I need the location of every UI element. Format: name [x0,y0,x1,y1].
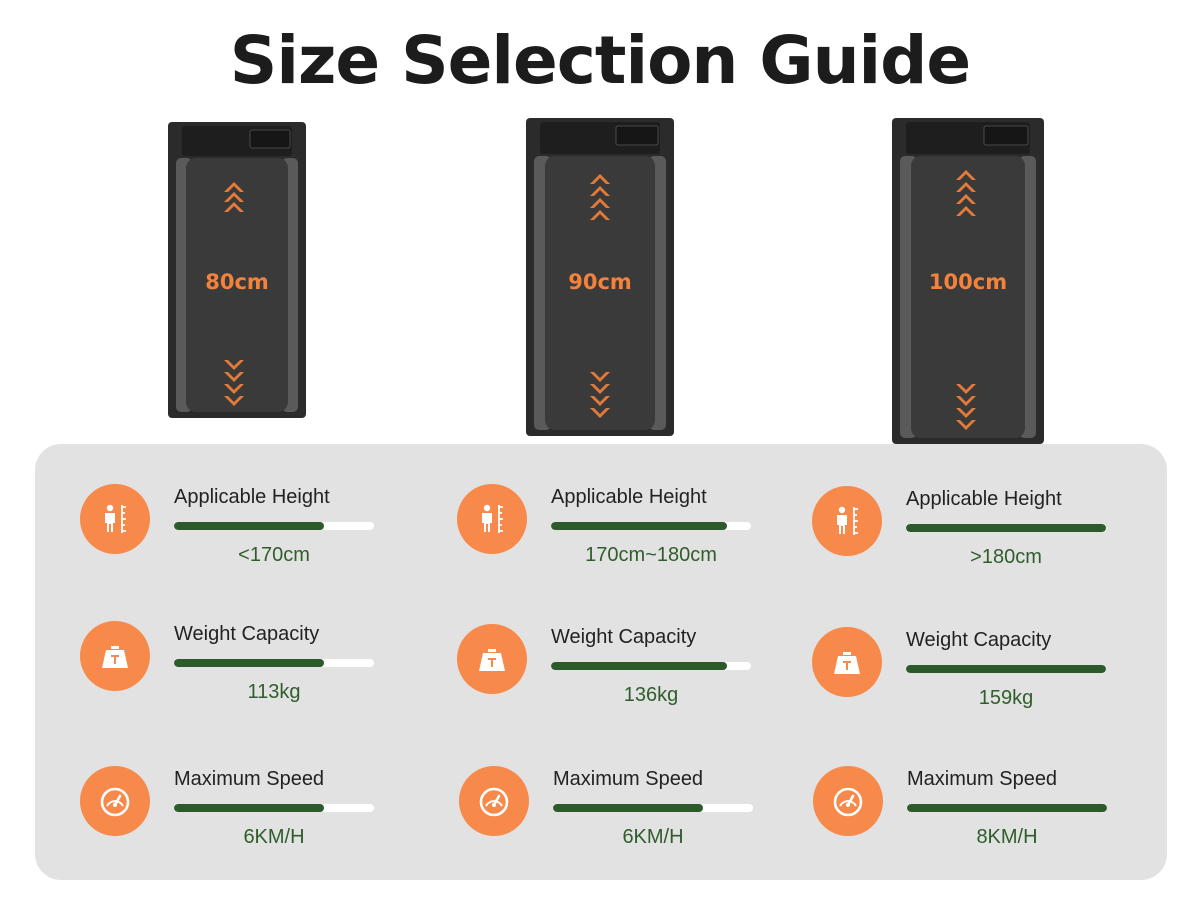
spec-weight-capacity: Weight Capacity 113kg [80,621,410,717]
level-bar-fill [174,659,324,667]
spec-maximum-speed: Maximum Speed 8KM/H [813,766,1143,862]
size-label: 80cm [205,270,269,294]
speedometer-icon [813,766,883,836]
level-bar [906,524,1106,532]
spec-applicable-height: Applicable Height 170cm~180cm [457,484,787,580]
spec-value: 6KM/H [622,826,684,848]
level-bar [907,804,1107,812]
spec-value: 6KM/H [243,826,305,848]
spec-maximum-speed: Maximum Speed 6KM/H [459,766,789,862]
spec-label: Applicable Height [174,486,330,508]
weight-icon [80,621,150,691]
spec-label: Weight Capacity [906,629,1052,651]
level-bar [906,665,1106,673]
speedometer-icon [80,766,150,836]
treadmill-80cm: 80cm [166,122,308,418]
spec-label: Weight Capacity [174,623,320,645]
level-bar-fill [174,804,324,812]
treadmill-image [168,122,306,418]
level-bar-fill [551,522,727,530]
spec-label: Maximum Speed [907,768,1058,790]
level-bar-fill [907,804,1107,812]
height-person-icon [457,484,527,554]
level-bar [551,522,751,530]
size-label: 100cm [928,270,1008,294]
spec-label: Maximum Speed [553,768,704,790]
level-bar [174,522,374,530]
spec-value: 159kg [978,687,1034,709]
height-person-icon [80,484,150,554]
weight-icon [812,627,882,697]
level-bar-fill [174,522,324,530]
treadmill-image [526,118,674,436]
weight-icon [457,624,527,694]
spec-label: Applicable Height [551,486,707,508]
treadmill-90cm: 90cm [524,118,676,436]
level-bar-fill [551,662,727,670]
spec-applicable-height: Applicable Height <170cm [80,484,410,580]
speedometer-icon [459,766,529,836]
spec-value: 136kg [623,684,679,706]
spec-weight-capacity: Weight Capacity 136kg [457,624,787,720]
size-label: 90cm [568,270,632,294]
level-bar [553,804,753,812]
spec-value: 113kg [247,681,301,703]
level-bar-fill [553,804,703,812]
spec-label: Weight Capacity [551,626,697,648]
treadmill-100cm: 100cm [890,118,1046,444]
page-title: Size Selection Guide [229,22,971,99]
height-person-icon [812,486,882,556]
level-bar [551,662,751,670]
treadmill-image [892,118,1044,444]
spec-label: Maximum Speed [174,768,325,790]
spec-weight-capacity: Weight Capacity 159kg [812,627,1142,723]
spec-value: 170cm~180cm [585,544,717,566]
spec-maximum-speed: Maximum Speed 6KM/H [80,766,410,862]
spec-value: >180cm [970,546,1042,568]
spec-label: Applicable Height [906,488,1062,510]
level-bar-fill [906,665,1106,673]
spec-value: <170cm [238,544,310,566]
spec-value: 8KM/H [976,826,1038,848]
level-bar [174,659,374,667]
spec-panel: Applicable Height <170cm Weight Capacity… [35,444,1167,880]
level-bar-fill [906,524,1106,532]
level-bar [174,804,374,812]
spec-applicable-height: Applicable Height >180cm [812,486,1142,582]
